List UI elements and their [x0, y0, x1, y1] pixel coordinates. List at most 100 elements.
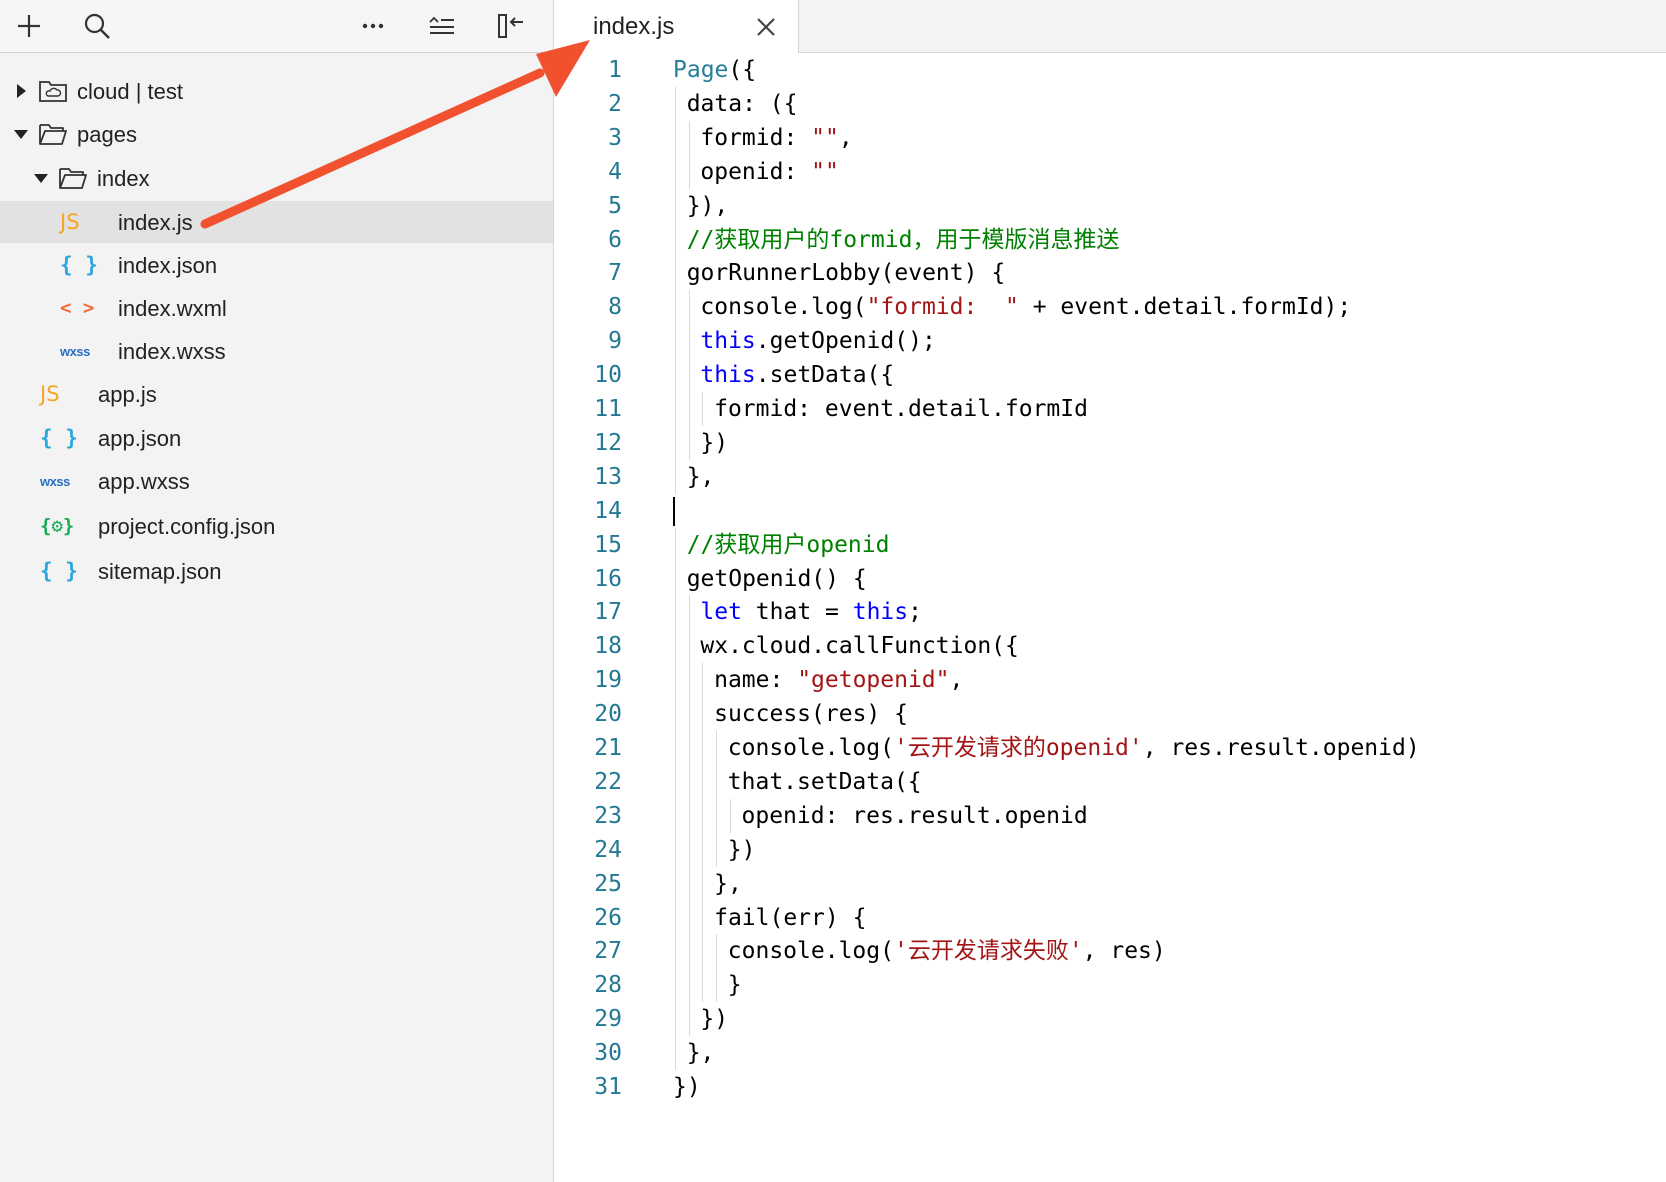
panel-toggle-icon[interactable]: [491, 6, 531, 46]
code-text: console.log("formid: " + event.detail.fo…: [700, 290, 1351, 324]
close-icon[interactable]: [754, 15, 778, 39]
line-number: 24: [594, 836, 622, 863]
indent-guide: [688, 663, 690, 698]
caret-right-icon[interactable]: [14, 84, 28, 98]
tree-item[interactable]: {⚙}project.config.json: [0, 505, 553, 547]
plus-icon[interactable]: [9, 6, 49, 46]
line-number: 17: [594, 599, 622, 626]
code-token: Page: [673, 57, 729, 83]
code-line[interactable]: 24}): [554, 832, 1666, 867]
line-number: 12: [594, 429, 622, 456]
code-line[interactable]: 25},: [554, 866, 1666, 901]
indent-guide: [688, 968, 690, 1003]
tree-item[interactable]: index: [0, 157, 553, 199]
code-token: }: [727, 972, 742, 999]
indent-guide: [675, 595, 676, 630]
tree-item[interactable]: pages: [0, 113, 553, 155]
code-token: }): [700, 1006, 729, 1033]
search-icon[interactable]: [77, 6, 117, 46]
code-line[interactable]: 12}): [554, 425, 1666, 460]
wxss-file-icon: wxss: [60, 343, 90, 359]
code-text: success(res) {: [714, 697, 908, 731]
tree-item[interactable]: { }app.json: [0, 417, 553, 459]
indent-guide: [675, 866, 676, 901]
code-line[interactable]: 14: [554, 494, 1666, 528]
code-token: this: [700, 328, 756, 355]
code-token: openid:: [700, 158, 812, 185]
tree-item-label: sitemap.json: [98, 559, 222, 584]
wxss-file-icon: wxss: [40, 473, 70, 489]
code-line[interactable]: 13},: [554, 459, 1666, 494]
config-file-icon: {⚙}: [40, 515, 75, 537]
line-number: 21: [594, 735, 622, 761]
json-file-icon: { }: [40, 426, 78, 450]
code-line[interactable]: 5}),: [554, 188, 1666, 223]
code-line[interactable]: 29}): [554, 1002, 1666, 1037]
code-token: ({: [728, 57, 757, 83]
code-token: .setData({: [755, 362, 895, 389]
indent-guide: [688, 324, 690, 359]
indent-guide: [675, 256, 676, 291]
line-number: 9: [608, 328, 622, 355]
code-text: getOpenid() {: [687, 562, 867, 596]
indent-guide: [688, 629, 690, 664]
code-text: }): [700, 426, 728, 460]
code-line[interactable]: 30},: [554, 1036, 1666, 1071]
tree-item[interactable]: { }sitemap.json: [0, 550, 553, 592]
indent-guide: [688, 425, 690, 460]
code-token: "": [811, 124, 839, 151]
indent-guide: [675, 764, 676, 799]
explorer-toolbar: [0, 0, 553, 53]
code-line[interactable]: 28}: [554, 968, 1666, 1003]
code-text: }): [728, 833, 756, 867]
code-line[interactable]: 15//获取用户openid: [554, 527, 1666, 562]
tree-item[interactable]: cloud | test: [0, 70, 553, 112]
code-text: console.log('云开发请求失败', res): [728, 934, 1166, 968]
tree-item[interactable]: < >index.wxml: [0, 287, 553, 329]
code-token: fail(err) {: [714, 904, 867, 931]
indent-guide: [688, 290, 690, 325]
tab-index-js[interactable]: index.js: [554, 0, 799, 53]
indent-guide: [688, 764, 690, 799]
code-token: , res.result.openid): [1142, 735, 1420, 761]
indent-guide: [675, 527, 676, 562]
line-number: 11: [594, 396, 622, 422]
caret-down-icon[interactable]: [34, 171, 48, 185]
indent-guide: [675, 324, 676, 359]
collapse-icon[interactable]: [422, 6, 462, 46]
js-file-icon: JS: [40, 382, 60, 406]
caret-down-icon[interactable]: [14, 127, 28, 141]
code-line[interactable]: 6//获取用户的formid，用于模版消息推送: [554, 222, 1666, 257]
code-token: ,: [949, 667, 964, 694]
more-icon[interactable]: [353, 6, 393, 46]
indent-guide: [675, 663, 676, 698]
line-number: 22: [594, 768, 622, 795]
tree-item[interactable]: { }index.json: [0, 244, 553, 286]
code-line[interactable]: 31}): [554, 1070, 1666, 1104]
code-token: that =: [741, 599, 853, 626]
